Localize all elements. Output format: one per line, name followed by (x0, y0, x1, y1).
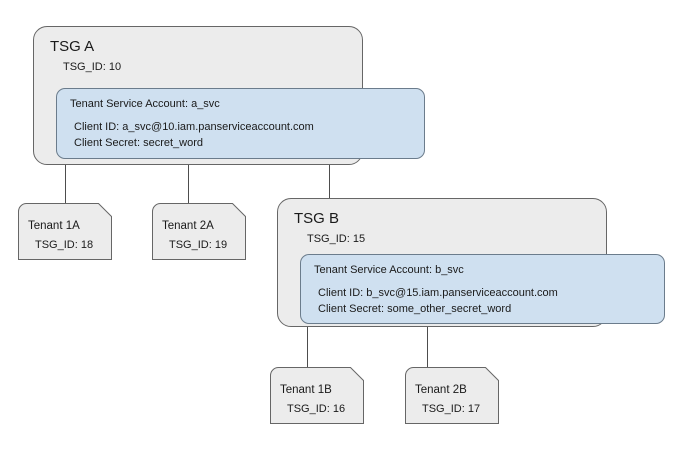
tenant-node-shape (18, 203, 112, 260)
tenant-node-shape (152, 203, 246, 260)
tenant-node-2a-id: TSG_ID: 19 (169, 239, 228, 251)
tenant-node-1a[interactable]: Tenant 1A TSG_ID: 18 (18, 203, 112, 260)
tsg-group-a-title: TSG A (50, 38, 95, 55)
connector-tsga-to-tsgb (329, 165, 330, 198)
tsg-group-a-id: TSG_ID: 10 (63, 61, 122, 73)
tenant-node-2b-name: Tenant 2B (415, 384, 467, 396)
tenant-node-shape (270, 367, 364, 424)
tsg-group-b-title: TSG B (294, 210, 340, 227)
service-account-b-client-id: Client ID: b_svc@15.iam.panserviceaccoun… (318, 287, 558, 299)
tenant-node-1a-name: Tenant 1A (28, 220, 80, 232)
tsg-group-b-id: TSG_ID: 15 (307, 233, 366, 245)
tenant-node-1b-id: TSG_ID: 16 (287, 403, 346, 415)
connector-tsga-to-tenant1a (65, 165, 66, 203)
tenant-node-2a-name: Tenant 2A (162, 220, 214, 232)
service-account-box-a[interactable]: Tenant Service Account: a_svc Client ID:… (56, 88, 425, 159)
tenant-node-shape (405, 367, 499, 424)
tenant-node-1b[interactable]: Tenant 1B TSG_ID: 16 (270, 367, 364, 424)
tenant-node-2a[interactable]: Tenant 2A TSG_ID: 19 (152, 203, 246, 260)
tenant-node-1b-name: Tenant 1B (280, 384, 332, 396)
service-account-b-header: Tenant Service Account: b_svc (314, 264, 464, 276)
tenant-node-1a-id: TSG_ID: 18 (35, 239, 94, 251)
service-account-a-client-secret: Client Secret: secret_word (74, 137, 203, 149)
connector-tsgb-to-tenant2b (427, 327, 428, 367)
service-account-a-header: Tenant Service Account: a_svc (70, 98, 220, 110)
tenant-node-2b-id: TSG_ID: 17 (422, 403, 481, 415)
service-account-b-client-secret: Client Secret: some_other_secret_word (318, 303, 512, 315)
connector-tsga-to-tenant2a (188, 165, 189, 203)
connector-tsgb-to-tenant1b (307, 327, 308, 367)
service-account-a-client-id: Client ID: a_svc@10.iam.panserviceaccoun… (74, 121, 314, 133)
tenant-node-2b[interactable]: Tenant 2B TSG_ID: 17 (405, 367, 499, 424)
service-account-box-b[interactable]: Tenant Service Account: b_svc Client ID:… (300, 254, 665, 324)
